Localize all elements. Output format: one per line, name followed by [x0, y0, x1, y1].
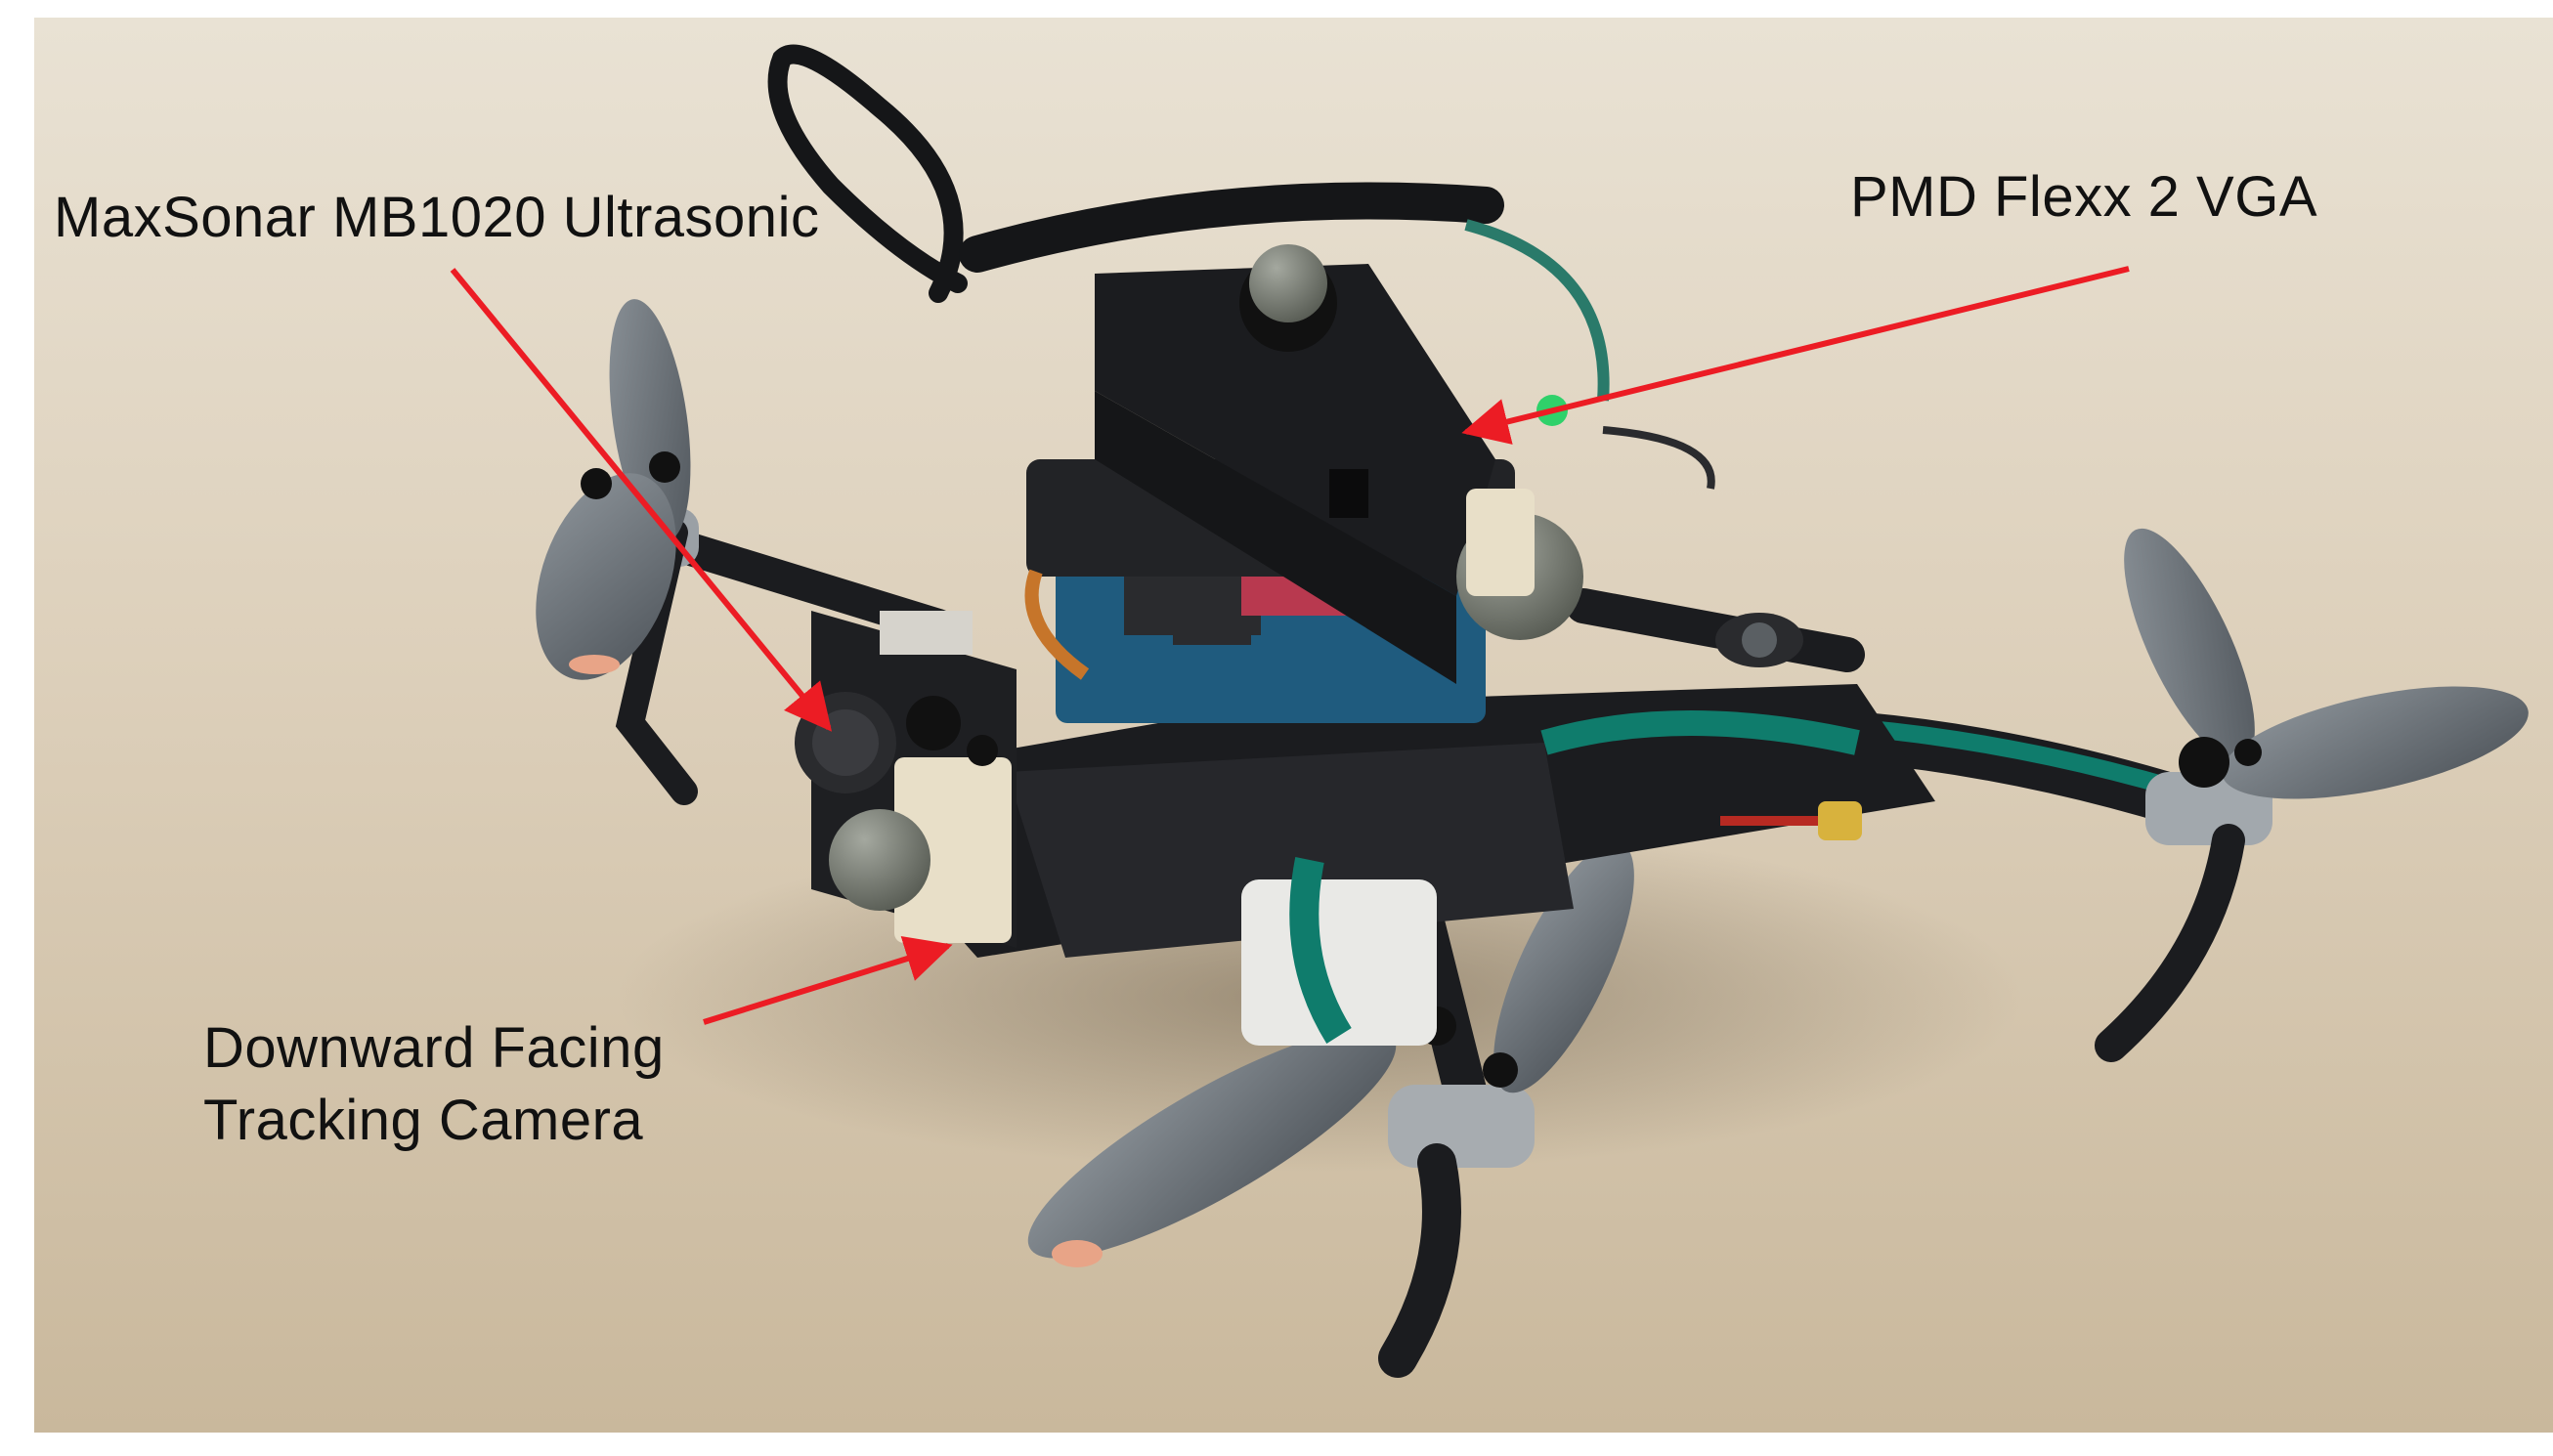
back-left-rotor: [536, 299, 955, 805]
arrow-camera: [703, 935, 953, 1025]
label-tracking-camera-line2: Tracking Camera: [203, 1089, 644, 1152]
back-right-rotor: [1566, 588, 1865, 672]
pmd-flexx-sensor: [1095, 244, 1583, 684]
label-tracking-camera-line1: Downward Facing: [203, 1016, 665, 1080]
label-maxsonar: MaxSonar MB1020 Ultrasonic: [54, 186, 820, 249]
cable-loop: [767, 44, 1715, 490]
tracking-camera-mount: [795, 611, 1017, 948]
label-tracking-camera: Downward Facing Tracking Camera: [203, 1012, 665, 1157]
arrow-sonar: [450, 268, 833, 732]
label-pmd-flexx: PMD Flexx 2 VGA: [1850, 165, 2318, 229]
arrow-pmd: [1461, 266, 2130, 445]
